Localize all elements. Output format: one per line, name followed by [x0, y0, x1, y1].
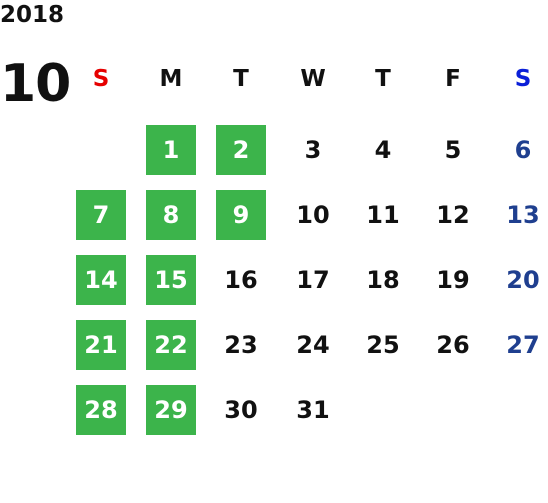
- day-cell-8[interactable]: 8: [146, 190, 196, 240]
- day-cell-17[interactable]: 17: [296, 266, 330, 294]
- day-cell-16[interactable]: 16: [224, 266, 258, 294]
- weekday-header-2: T: [233, 66, 249, 92]
- weekday-header-6: S: [514, 66, 532, 92]
- day-cell-7[interactable]: 7: [76, 190, 126, 240]
- day-cell-6[interactable]: 6: [514, 136, 532, 164]
- weekday-header-3: W: [300, 66, 326, 92]
- day-cell-24[interactable]: 24: [296, 331, 330, 359]
- day-cell-1[interactable]: 1: [146, 125, 196, 175]
- day-cell-26[interactable]: 26: [436, 331, 470, 359]
- month-label: 10: [0, 54, 71, 114]
- day-cell-31[interactable]: 31: [296, 396, 330, 424]
- day-cell-21[interactable]: 21: [76, 320, 126, 370]
- day-cell-19[interactable]: 19: [436, 266, 470, 294]
- weekday-header-5: F: [445, 66, 461, 92]
- day-cell-30[interactable]: 30: [224, 396, 258, 424]
- year-label: 2018: [0, 2, 65, 28]
- day-cell-29[interactable]: 29: [146, 385, 196, 435]
- weekday-header-1: M: [159, 66, 183, 92]
- day-cell-25[interactable]: 25: [366, 331, 400, 359]
- day-cell-28[interactable]: 28: [76, 385, 126, 435]
- day-cell-2[interactable]: 2: [216, 125, 266, 175]
- weekday-header-4: T: [375, 66, 391, 92]
- day-cell-12[interactable]: 12: [436, 201, 470, 229]
- weekday-header-0: S: [92, 66, 110, 92]
- day-cell-13[interactable]: 13: [506, 201, 540, 229]
- day-cell-11[interactable]: 11: [366, 201, 400, 229]
- day-cell-14[interactable]: 14: [76, 255, 126, 305]
- day-cell-3[interactable]: 3: [304, 136, 322, 164]
- day-cell-15[interactable]: 15: [146, 255, 196, 305]
- day-cell-18[interactable]: 18: [366, 266, 400, 294]
- day-cell-20[interactable]: 20: [506, 266, 540, 294]
- day-cell-23[interactable]: 23: [224, 331, 258, 359]
- day-cell-5[interactable]: 5: [444, 136, 462, 164]
- day-cell-22[interactable]: 22: [146, 320, 196, 370]
- day-cell-9[interactable]: 9: [216, 190, 266, 240]
- day-cell-27[interactable]: 27: [506, 331, 540, 359]
- day-cell-4[interactable]: 4: [374, 136, 392, 164]
- day-cell-10[interactable]: 10: [296, 201, 330, 229]
